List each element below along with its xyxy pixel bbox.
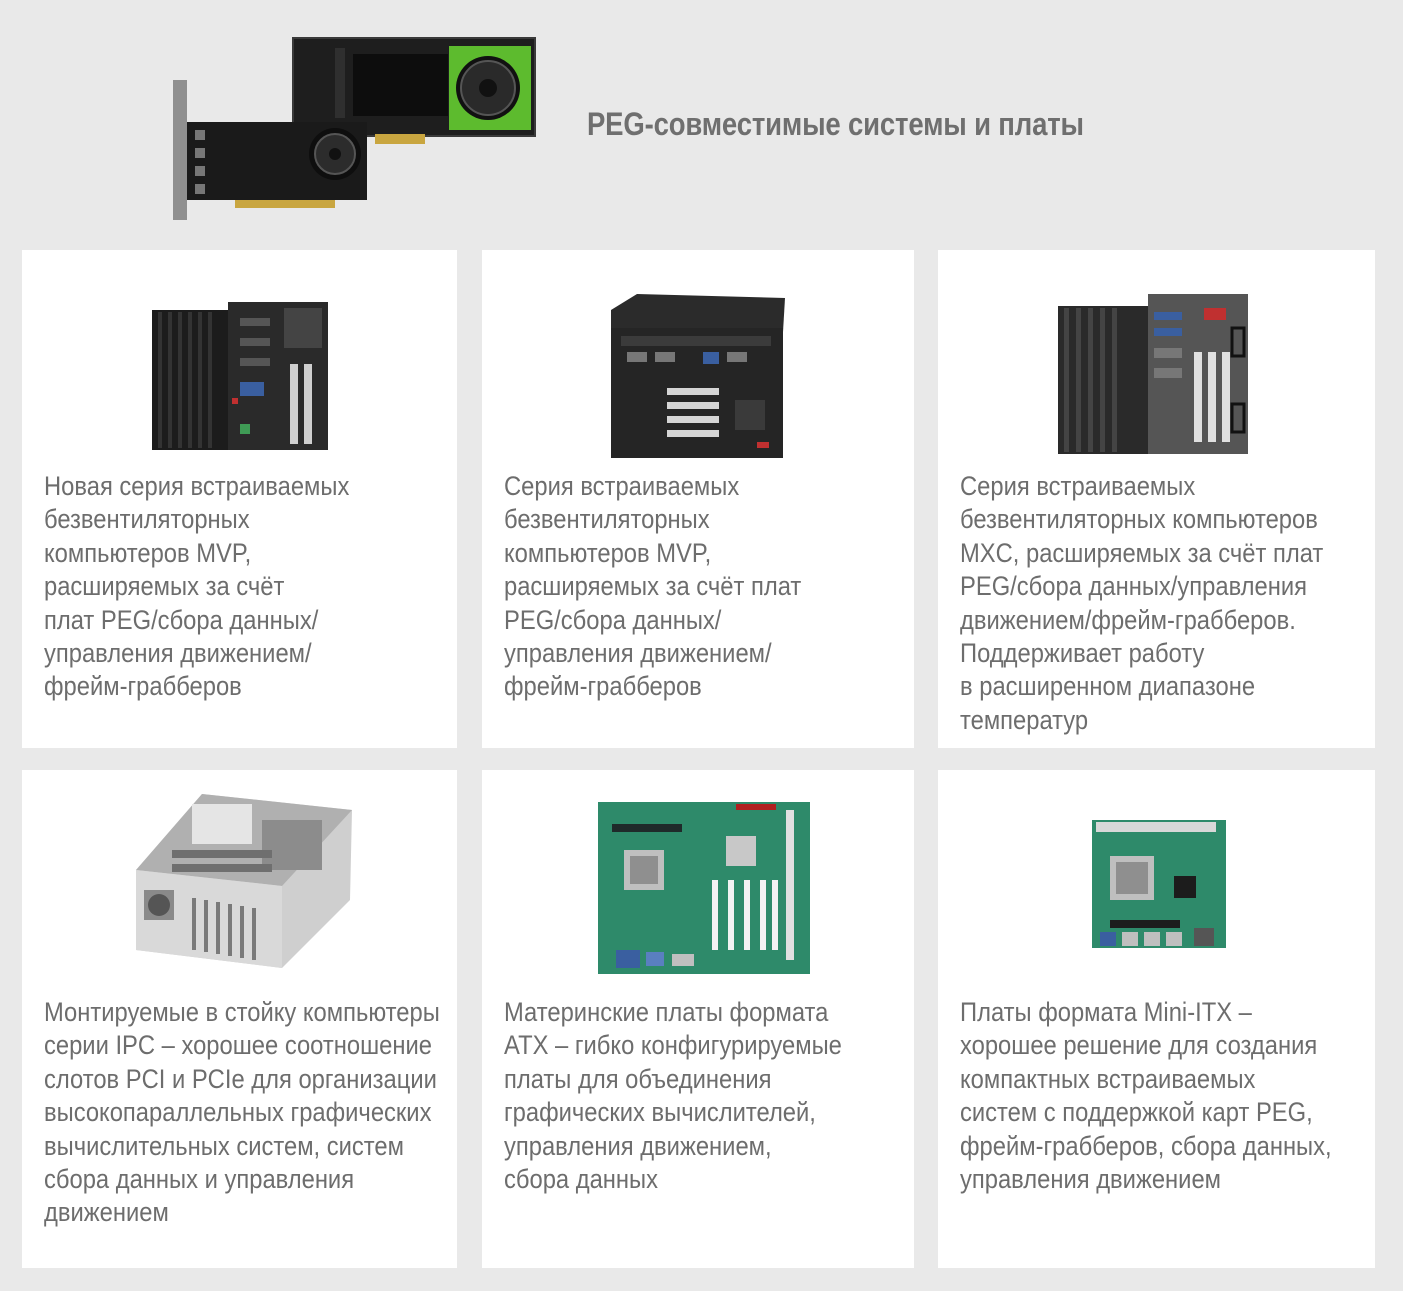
card-description: Материнские платы формата ATX – гибко ко… (504, 997, 842, 1195)
embedded-computer-mvp-image (152, 302, 328, 450)
rackmount-computer-image (136, 794, 352, 968)
graphics-cards-image (173, 37, 536, 220)
card-description: Монтируемые в стойку компьютеры серии IP… (44, 997, 440, 1228)
card-description: Серия встраиваемых безвентиляторных комп… (960, 471, 1324, 735)
embedded-computer-mvp-cube-image (611, 294, 785, 458)
product-card-rackmount: Монтируемые в стойку компьютеры серии IP… (22, 770, 457, 1268)
product-card-mvp-cube: Серия встраиваемых безвентиляторных комп… (482, 250, 914, 748)
card-description: Серия встраиваемых безвентиляторных комп… (504, 471, 802, 702)
product-card-atx: Материнские платы формата ATX – гибко ко… (482, 770, 914, 1268)
product-card-mxc: Серия встраиваемых безвентиляторных комп… (938, 250, 1375, 748)
embedded-computer-mxc-image (1058, 294, 1248, 454)
product-card-mvp: Новая серия встраиваемых безвентиляторны… (22, 250, 457, 748)
card-description: Новая серия встраиваемых безвентиляторны… (44, 471, 350, 702)
product-card-mini-itx: Платы формата Mini-ITX – хорошее решение… (938, 770, 1375, 1268)
atx-motherboard-image (598, 802, 810, 974)
mini-itx-motherboard-image (1092, 820, 1226, 948)
page-title: PEG-совместимые системы и платы (587, 106, 1084, 142)
card-description: Платы формата Mini-ITX – хорошее решение… (960, 997, 1332, 1195)
